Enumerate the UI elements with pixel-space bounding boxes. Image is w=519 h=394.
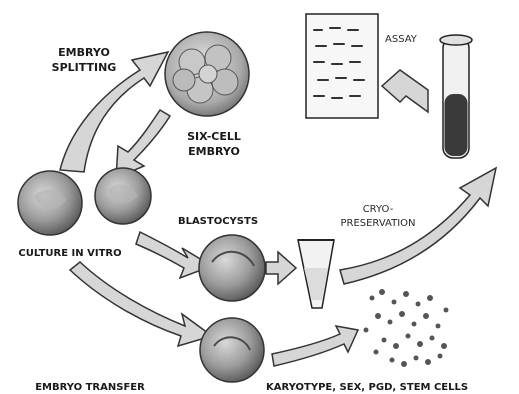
blastocyst [199,235,265,301]
karyotype-cells [364,289,449,367]
transfer-embryo [200,318,264,382]
label-embryo-transfer: EMBRYO TRANSFER [35,382,145,393]
culture-embryo-right [95,168,151,224]
assay-sheet [306,14,378,118]
label-embryo-splitting-2: SPLITTING [52,61,117,74]
label-karyotype: KARYOTYPE, SEX, PGD, STEM CELLS [266,382,468,393]
six-cell-embryo [165,32,249,116]
label-cryo-2: PRESERVATION [340,218,415,229]
label-assay: ASSAY [385,34,418,45]
arrow-blastocyst-to-straw [266,252,296,284]
label-embryo-splitting-1: EMBRYO [58,46,110,59]
label-six-cell-2: EMBRYO [188,145,240,158]
culture-embryo-left [18,171,82,235]
arrow-transfer-to-karyotype [272,326,358,366]
label-six-cell-1: SIX-CELL [187,130,241,143]
arrow-tube-to-assay [382,70,428,112]
label-cryo-1: CRYO- [363,204,394,215]
test-tube [440,35,472,158]
label-culture: CULTURE IN VITRO [18,248,121,259]
cryo-straw [298,240,334,308]
label-blastocysts: BLASTOCYSTS [178,216,258,227]
